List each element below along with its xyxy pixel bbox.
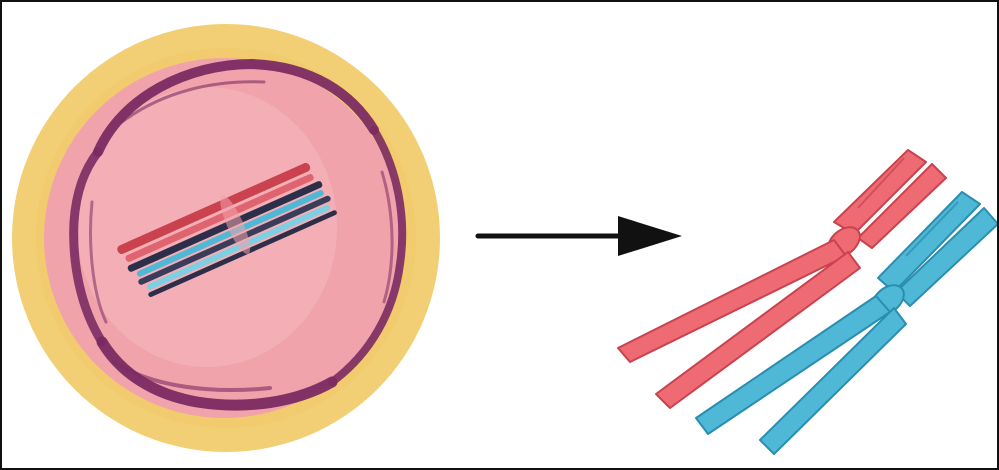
arrow-head — [618, 216, 682, 256]
cell — [12, 24, 440, 452]
transition-arrow — [478, 216, 682, 256]
